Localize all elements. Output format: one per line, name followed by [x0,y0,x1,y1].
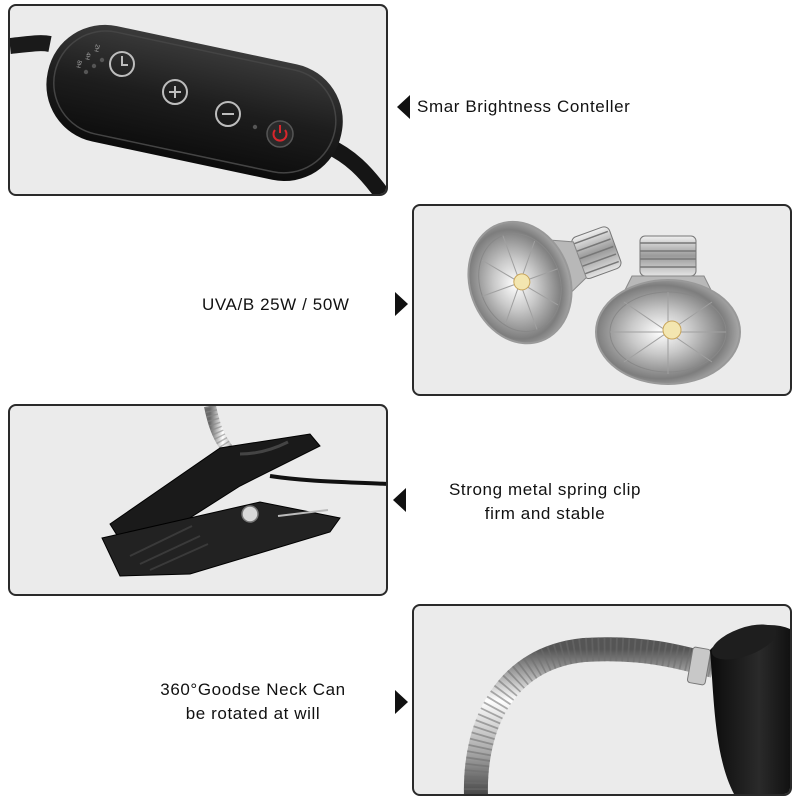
caption-controller: Smar Brightness Conteller [417,95,630,119]
gooseneck-panel [412,604,792,796]
bulbs-image [467,220,741,385]
bulb-2 [595,235,741,385]
clip-image [101,406,386,577]
caption-gooseneck-line-2: be rotated at will [185,704,321,723]
power-icon[interactable] [266,120,294,148]
bulb-1 [467,220,622,345]
caption-bulbs: UVA/B 25W / 50W [202,293,350,317]
caption-arrow-2 [395,292,408,316]
caption-bulbs-line-1: UVA/B 25W / 50W [202,295,350,314]
caption-clip: Strong metal spring clip firm and stable [420,478,670,526]
caption-arrow-3 [393,488,406,512]
timer-label-2h: 2H [92,44,99,53]
caption-clip-line-2: firm and stable [484,504,606,523]
caption-clip-line-1: Strong metal spring clip [448,480,642,499]
bulbs-panel [412,204,792,396]
caption-controller-line-1: Smar Brightness Conteller [417,97,631,116]
caption-gooseneck-line-1: 360°Goodse Neck Can [160,680,346,699]
clip-panel [8,404,388,596]
gooseneck-image [463,624,790,794]
controller-panel: 8H 4H 2H [8,4,388,196]
caption-gooseneck: 360°Goodse Neck Can be rotated at will [140,678,366,726]
minus-icon[interactable] [215,101,241,127]
controller-image: 8H 4H 2H [10,24,386,194]
timer-indicators: 8H 4H 2H [74,44,105,75]
timer-label-8h: 8H [74,60,81,69]
plus-icon[interactable] [162,79,188,105]
timer-label-4h: 4H [83,52,90,61]
caption-arrow-4 [395,690,408,714]
caption-arrow-1 [397,95,410,119]
clock-icon[interactable] [109,51,135,77]
